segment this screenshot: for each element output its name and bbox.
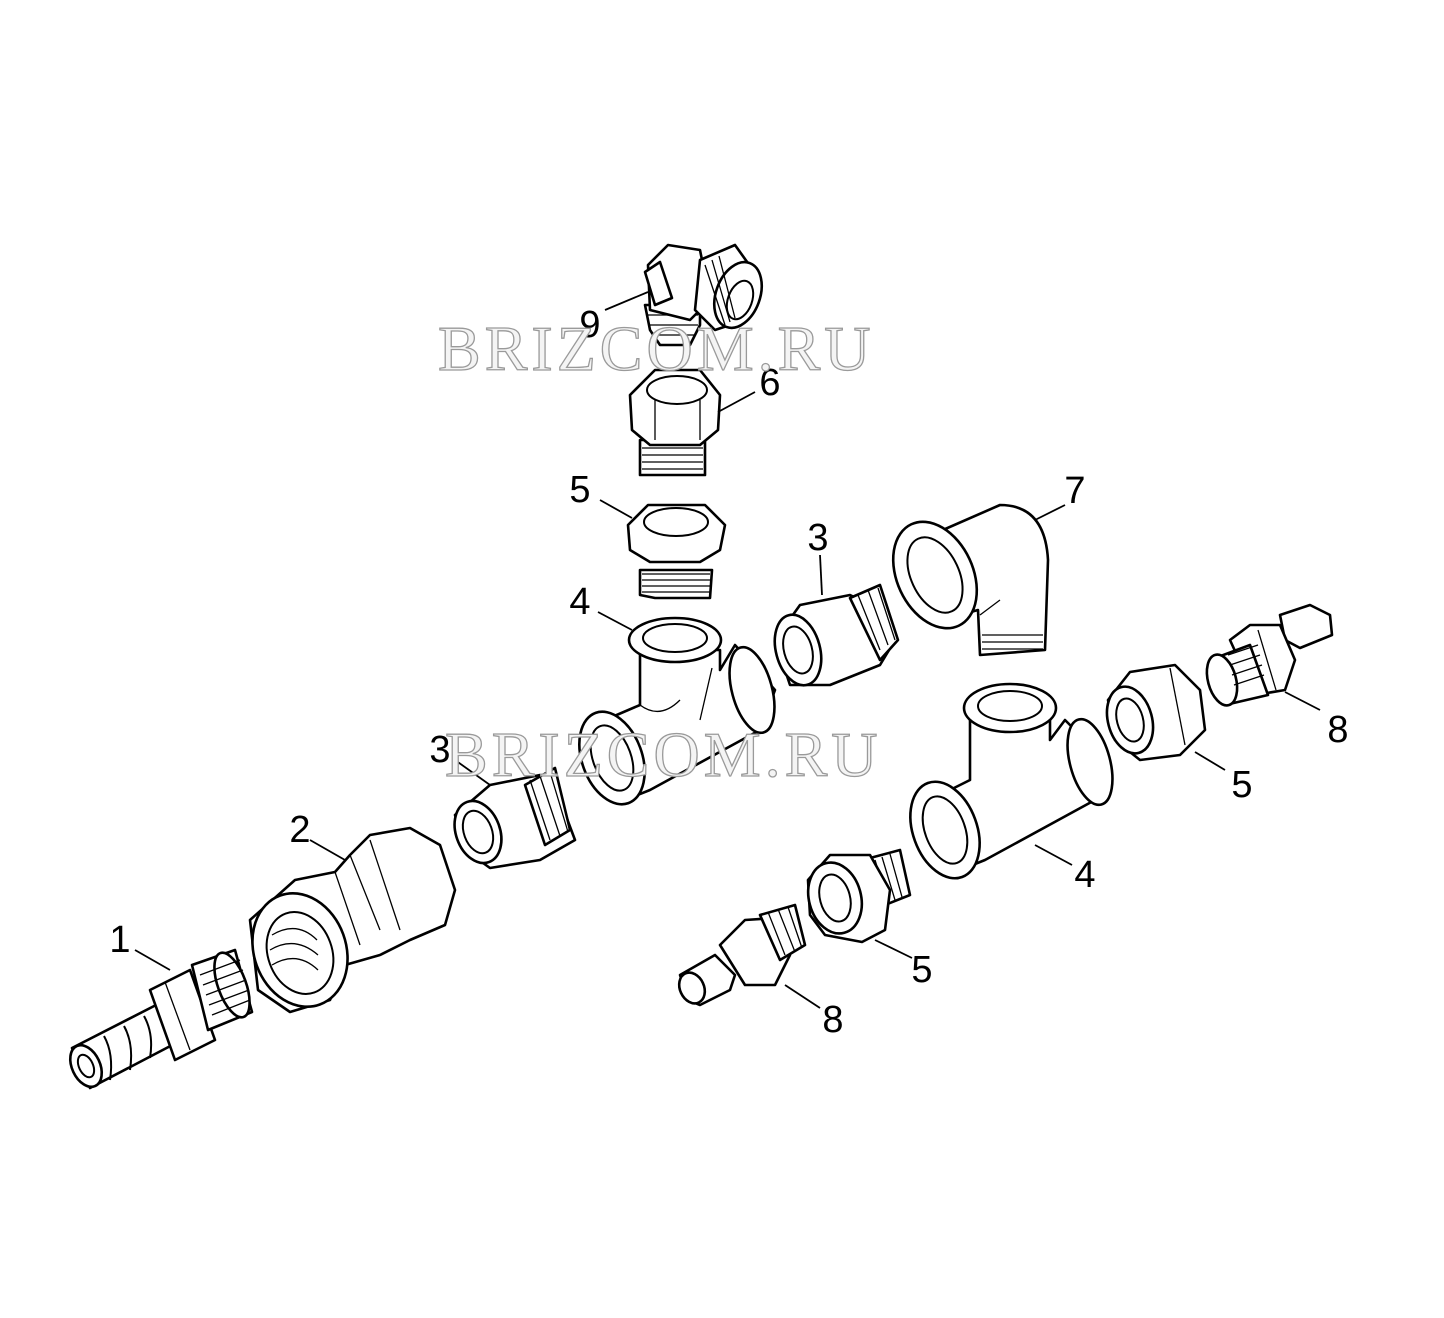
part-9-elbow-compression-fitting [643, 243, 764, 347]
callout-3-upper: 3 [807, 517, 828, 559]
leader-lines [134, 291, 1321, 1009]
part-5-bushing-vertical [626, 503, 727, 600]
callout-4-lower: 4 [1074, 854, 1095, 896]
watermark-middle: BRIZCOM.RU [445, 719, 882, 790]
callout-5-vertical: 5 [569, 469, 590, 511]
part-3-hex-nipple-upper [773, 583, 900, 687]
part-4-tee-lower [909, 682, 1114, 880]
callout-labels: 1 2 3 3 4 4 5 5 5 6 7 8 8 9 [109, 304, 1348, 1041]
callout-5-right: 5 [1231, 764, 1252, 806]
watermark-top: BRIZCOM.RU [438, 313, 875, 384]
part-5-bushing-right [1105, 663, 1207, 762]
watermarks: BRIZCOM.RU BRIZCOM.RU [437, 312, 882, 790]
callout-8-right: 8 [1327, 709, 1348, 751]
part-7-elbow [891, 503, 1050, 657]
callout-7: 7 [1064, 470, 1085, 512]
callout-4-upper: 4 [569, 581, 590, 623]
part-5-bushing-lower [806, 848, 912, 944]
part-4-tee-upper [578, 616, 777, 806]
callout-5-lower: 5 [911, 949, 932, 991]
callout-2: 2 [289, 809, 310, 851]
part-8-hose-barb-right [1205, 603, 1334, 707]
callout-8-lower: 8 [822, 999, 843, 1041]
part-6-hex-reducer [628, 368, 722, 477]
part-3-hex-nipple-lower [453, 766, 577, 870]
part-2-union-coupling [248, 826, 457, 1014]
callout-9: 9 [579, 304, 600, 346]
callout-1: 1 [109, 919, 130, 961]
part-8-hose-barb-lower [677, 903, 807, 1007]
callout-3-lower: 3 [429, 729, 450, 771]
callout-6: 6 [759, 362, 780, 404]
part-1-hose-barb-nipple [68, 948, 254, 1090]
